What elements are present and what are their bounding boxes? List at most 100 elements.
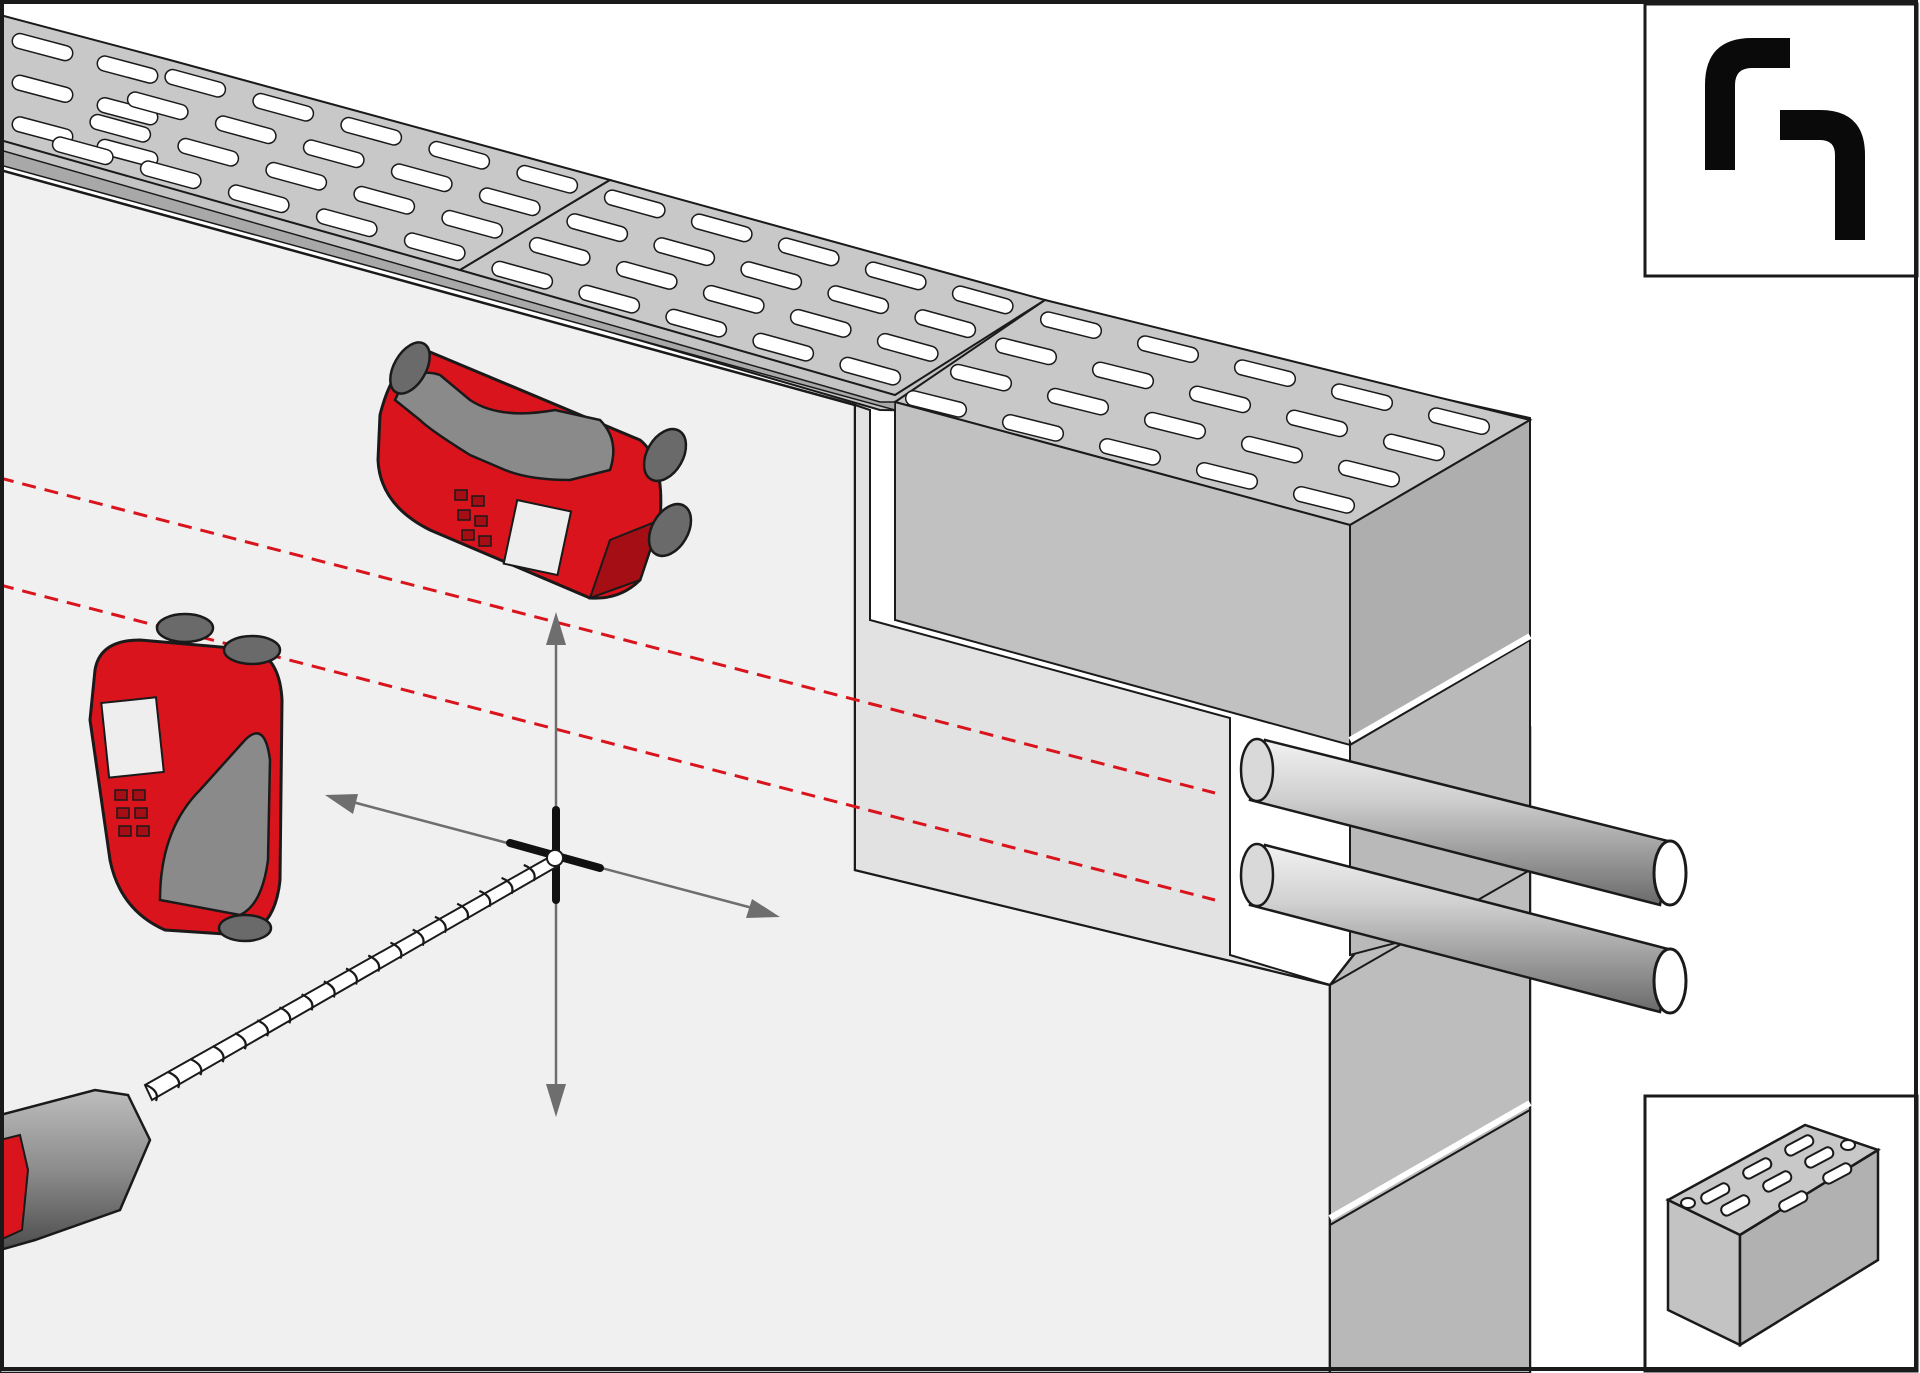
brick-perforation: [390, 163, 453, 193]
brick-perforation: [227, 184, 290, 214]
drill-flute: [367, 954, 381, 972]
drill-flute: [278, 1006, 292, 1024]
brick-perforation: [1001, 413, 1065, 442]
brick-perforation: [1143, 411, 1207, 440]
brick-perforation: [1233, 359, 1297, 388]
brick-perforation: [1195, 461, 1259, 490]
brick-icon-dot: [1840, 1139, 1856, 1151]
arrow-down-head: [546, 1084, 566, 1117]
scanner-left-wheel: [155, 612, 215, 644]
brick-perforation: [1188, 385, 1252, 414]
brick-perforation: [864, 261, 927, 291]
drill-flute: [345, 967, 358, 985]
scanner-top-wheels: [389, 341, 693, 558]
drill-flute: [234, 1032, 247, 1050]
scanner-top-grip: [393, 371, 615, 482]
drill-tip: [546, 849, 564, 867]
scanner-left-keypad: [114, 789, 150, 837]
brick-perforation: [353, 185, 416, 215]
scanner-top-key: [474, 515, 488, 527]
mortar-line-b: [1348, 633, 1532, 743]
drill-flute: [501, 876, 514, 895]
brick-icon-hole: [1784, 1134, 1815, 1157]
brick-perforation: [1046, 387, 1110, 416]
arrow-right-head: [746, 899, 780, 918]
arrow-left-head: [325, 794, 358, 814]
scanner-left-wheel: [222, 634, 282, 666]
pipe-upper-start: [1239, 737, 1275, 803]
brick-perforation: [11, 32, 74, 62]
top-brick-row: [0, 13, 1533, 747]
drill: [0, 849, 564, 1252]
scanner-left-key: [116, 807, 130, 819]
scanner-top-key: [471, 495, 485, 507]
brick-perforation: [702, 284, 765, 314]
brick-perforation: [528, 236, 591, 266]
brick-perforation: [827, 285, 890, 315]
brick-perforation: [752, 332, 815, 362]
brick-perforation: [126, 91, 189, 121]
brick-perforation: [478, 187, 541, 217]
brick-perforation: [1337, 459, 1401, 488]
brick-icon-dot: [1680, 1197, 1696, 1209]
laser-line-upper: [0, 476, 1216, 795]
brick-perforation: [302, 139, 365, 169]
pipe-lower-start: [1239, 842, 1275, 908]
brick-perforation: [1330, 383, 1394, 412]
brick-perforation: [904, 389, 968, 418]
brick-perforation: [491, 260, 554, 290]
brick-perforation: [340, 116, 403, 146]
drill-chuck-ring: [0, 1133, 30, 1242]
drill-flute: [523, 863, 536, 882]
scanner-left-key: [118, 825, 132, 837]
drill-chuck: [0, 1088, 152, 1252]
brick-perforation: [441, 209, 504, 239]
brick-perforation: [839, 356, 902, 386]
scanner-device-top: [376, 341, 693, 600]
brick-perforations: [11, 32, 1491, 514]
scanner-top-key: [457, 509, 471, 521]
drill-flute: [412, 928, 425, 947]
brick-perforation: [615, 260, 678, 290]
scanner-left-grip: [158, 732, 272, 917]
wall-top-edge: [0, 149, 896, 411]
pipe-bend-icon-box: [1643, 2, 1919, 278]
drill-flute: [323, 980, 336, 998]
drill-flute: [456, 902, 470, 921]
pipe-lower: [1239, 842, 1688, 1015]
pipe-lower-end: [1652, 947, 1688, 1015]
drill-flute: [301, 993, 314, 1011]
drill-flute: [434, 915, 447, 934]
perforated-brick-icon: [1665, 1123, 1881, 1348]
drill-flute: [389, 941, 403, 960]
scanner-top-wheel: [647, 502, 693, 558]
brick-perforation: [11, 74, 74, 104]
scanner-top-wheel: [389, 341, 431, 395]
brick-perforation: [566, 213, 629, 243]
brick-perforation: [914, 309, 977, 339]
brick-perforation: [603, 189, 666, 219]
brick-perforation: [252, 92, 315, 122]
brick-perforation: [96, 55, 159, 84]
scanner-top-display: [502, 498, 573, 577]
scanner-top-key: [454, 489, 468, 501]
brick-icon-hole: [1762, 1170, 1793, 1193]
scanner-device-left: [88, 612, 284, 943]
scanner-top-key: [461, 529, 475, 541]
brick-perforation: [740, 261, 803, 291]
brick-icon-hole: [1778, 1190, 1809, 1213]
brick-perforation: [315, 208, 378, 238]
brick-perforation: [164, 68, 227, 98]
brick-perforation: [89, 113, 152, 143]
pipe-upper-end: [1652, 839, 1688, 907]
brick-perforation: [1382, 433, 1446, 462]
brick-perforation: [1285, 409, 1349, 438]
brick-perforation: [265, 161, 328, 191]
brick-icon-holes: [1680, 1134, 1856, 1217]
brick-perforation: [876, 332, 939, 362]
brick-icon-hole: [1822, 1162, 1853, 1185]
scanner-top-keypad: [454, 489, 492, 547]
brick-perforation: [403, 232, 466, 262]
